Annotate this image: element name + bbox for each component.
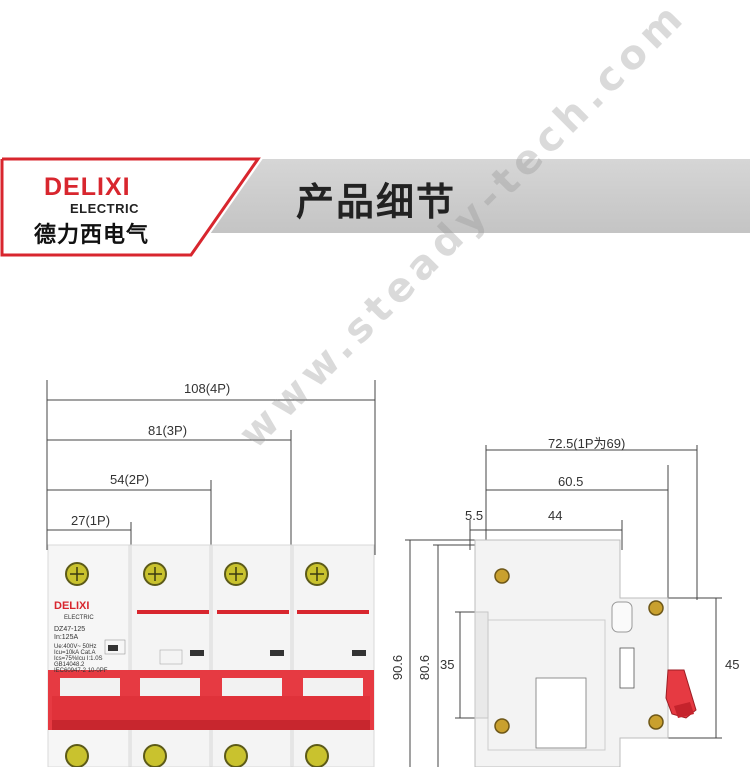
sticker-brand: DELIXI: [54, 600, 90, 612]
drawing-lines: [46, 380, 722, 767]
dim-80-6: 80.6: [417, 654, 433, 681]
dimension-drawing: 108(4P) 81(3P) 54(2P) 27(1P) DELIXI ELEC…: [0, 370, 750, 767]
dim-108-4p: 108(4P): [184, 381, 231, 396]
dim-90-6: 90.6: [390, 654, 406, 681]
dim-60-5: 60.5: [558, 474, 584, 489]
dim-81-3p: 81(3P): [148, 423, 188, 438]
sticker-line-4: GB14048.2: [54, 662, 85, 668]
dim-72-5: 72.5(1P为69): [548, 436, 626, 451]
sticker-line-1: Ue:400V~ 50Hz: [54, 644, 97, 650]
header-banner: DELIXI ELECTRIC 德力西电气 产品细节: [0, 157, 750, 257]
logo-brand: DELIXI: [44, 173, 131, 201]
sticker-line-5: IEC60947-2 10-0PF: [54, 668, 108, 674]
logo-box: DELIXI ELECTRIC 德力西电气: [0, 157, 264, 257]
logo-sub: ELECTRIC: [70, 201, 139, 216]
dim-5-5: 5.5: [465, 508, 484, 523]
logo-frame-shape: [0, 157, 264, 257]
sticker-rating: In:125A: [54, 634, 79, 641]
dim-44: 44: [548, 508, 563, 523]
banner-gray-bar: [190, 159, 750, 233]
dim-54-2p: 54(2P): [110, 472, 150, 487]
sticker-sub: ELECTRIC: [64, 615, 94, 621]
dim-27-1p: 27(1P): [71, 513, 111, 528]
breaker-front: [47, 544, 375, 767]
dim-35: 35: [440, 657, 455, 672]
sticker-line-3: Ics=75%Icu I:1.0S: [54, 656, 103, 662]
page-title: 产品细节: [296, 180, 457, 224]
dim-45: 45: [725, 657, 740, 672]
breaker-side: [474, 539, 697, 767]
logo-chinese: 德力西电气: [34, 223, 150, 248]
sticker-line-2: Icu=10kA Cat.A: [54, 650, 96, 656]
sticker-model: DZ47-125: [54, 626, 86, 633]
